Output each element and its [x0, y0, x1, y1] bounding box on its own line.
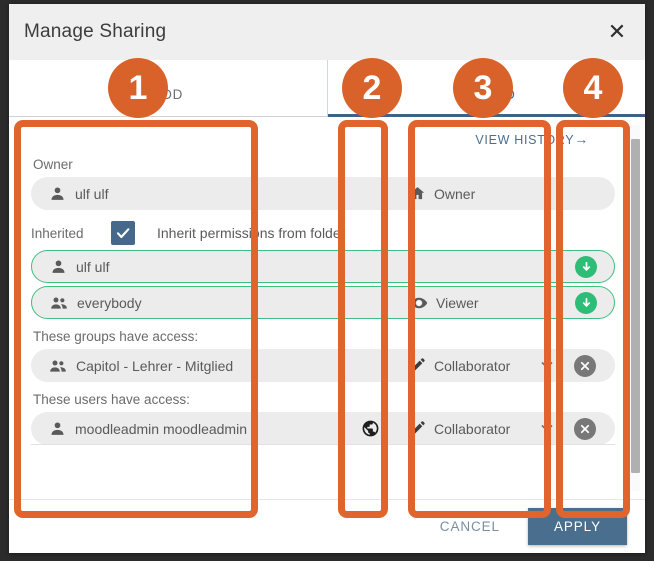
pencil-icon — [409, 357, 426, 374]
chevron-down-icon — [541, 360, 553, 372]
row-divider — [31, 444, 615, 445]
annotation-marker-4: 4 — [563, 58, 623, 118]
apply-button[interactable]: APPLY — [527, 508, 627, 545]
page-title: Manage Sharing — [24, 21, 167, 42]
row-role-label: Collaborator — [434, 357, 511, 374]
sharing-scroll-area: VIEW HISTORY→ Owner ulf ulf — [9, 117, 645, 499]
annotation-marker-1: 1 — [108, 58, 168, 118]
chevron-down-icon — [541, 423, 553, 435]
row-name-cell: moodleadmin moodleadmin — [31, 420, 331, 437]
row-name-label: moodleadmin moodleadmin — [75, 420, 247, 437]
table-row[interactable]: ulf ulf Owner — [31, 177, 615, 210]
inherit-permissions-checkbox[interactable] — [111, 221, 135, 245]
inherited-section-label: Inherited — [31, 225, 84, 241]
annotation-marker-3: 3 — [453, 58, 513, 118]
owner-section-label: Owner — [33, 157, 73, 172]
people-icon — [49, 357, 67, 375]
role-dropdown[interactable]: Collaborator — [409, 357, 559, 374]
inherit-down-icon — [575, 255, 597, 278]
sharing-body: VIEW HISTORY→ Owner ulf ulf — [9, 117, 645, 499]
table-row[interactable]: everybody Viewer — [31, 286, 615, 319]
role-dropdown[interactable]: Collaborator — [409, 420, 559, 437]
row-action-cell — [560, 255, 612, 278]
inherit-permissions-row: Inherited Inherit permissions from folde… — [31, 216, 623, 250]
row-name-label: ulf ulf — [75, 185, 109, 202]
row-action-cell — [559, 354, 611, 377]
groups-section-label: These groups have access: — [33, 329, 199, 344]
remove-icon[interactable] — [574, 354, 596, 377]
row-role-label: Viewer — [436, 294, 479, 311]
inherit-down-icon — [575, 291, 597, 314]
close-icon[interactable]: ✕ — [603, 18, 631, 46]
person-icon — [49, 420, 66, 437]
view-history-link[interactable]: VIEW HISTORY→ — [31, 127, 623, 147]
row-role-cell: Viewer — [410, 294, 560, 312]
dialog-footer: CANCEL APPLY — [9, 499, 645, 553]
users-section-label: These users have access: — [33, 392, 190, 407]
row-role-label: Collaborator — [434, 420, 511, 437]
cancel-button[interactable]: CANCEL — [420, 509, 520, 544]
table-row[interactable]: ulf ulf — [31, 250, 615, 283]
row-visibility-cell[interactable] — [331, 419, 409, 438]
row-role-label: Owner — [434, 185, 476, 202]
row-role-cell: Owner — [409, 185, 559, 202]
remove-icon[interactable] — [574, 417, 596, 440]
table-row[interactable]: moodleadmin moodleadmin Collaborator — [31, 412, 615, 445]
eye-icon — [410, 294, 428, 312]
dialog-titlebar: Manage Sharing ✕ — [9, 4, 645, 60]
tab-bar: ADD INVITED — [9, 60, 645, 117]
row-action-cell — [559, 417, 611, 440]
people-icon — [50, 294, 68, 312]
row-name-cell: ulf ulf — [31, 185, 331, 202]
row-name-label: Capitol - Lehrer - Mitglied — [76, 357, 234, 374]
table-row[interactable]: Capitol - Lehrer - Mitglied Collaborator — [31, 349, 615, 382]
row-action-cell — [560, 291, 612, 314]
row-name-cell: Capitol - Lehrer - Mitglied — [31, 357, 331, 375]
row-name-cell: ulf ulf — [32, 258, 332, 275]
view-history-label: VIEW HISTORY — [475, 133, 575, 147]
globe-icon — [361, 419, 380, 438]
tab-add[interactable]: ADD — [9, 60, 328, 116]
scrollbar-thumb[interactable] — [631, 139, 640, 473]
arrow-right-icon: → — [574, 131, 589, 147]
home-icon — [409, 185, 426, 202]
row-name-cell: everybody — [32, 294, 332, 312]
annotation-marker-2: 2 — [342, 58, 402, 118]
inherit-permissions-label: Inherit permissions from folder — [157, 225, 346, 241]
row-name-label: everybody — [77, 294, 142, 311]
person-icon — [49, 185, 66, 202]
manage-sharing-dialog: Manage Sharing ✕ ADD INVITED VIEW HISTOR… — [9, 4, 645, 553]
pencil-icon — [409, 420, 426, 437]
row-name-label: ulf ulf — [76, 258, 110, 275]
person-icon — [50, 258, 67, 275]
